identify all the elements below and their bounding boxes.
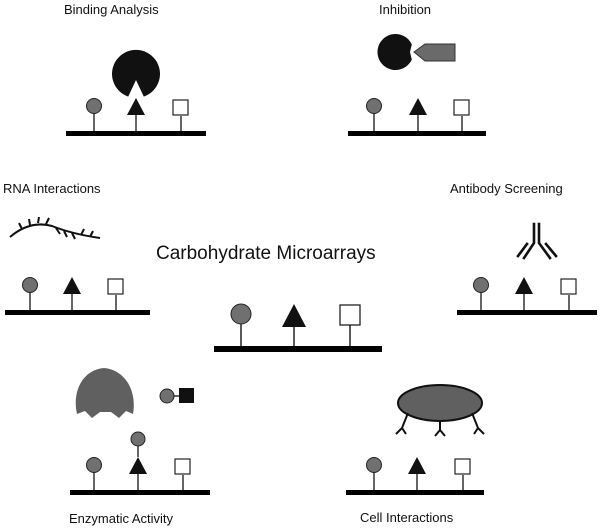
- square-glycan-icon: [172, 99, 189, 116]
- square-glycan-icon: [454, 458, 471, 475]
- panel-inhibition: [348, 33, 486, 136]
- slide-bar: [457, 310, 597, 315]
- antibody-icon: [516, 222, 558, 260]
- panel-binding-analysis: [66, 49, 206, 136]
- circle-glycan-icon: [86, 98, 102, 114]
- square-glycan-icon: [339, 304, 361, 326]
- triangle-glycan-icon: [129, 457, 147, 474]
- slide-bar: [5, 310, 150, 315]
- triangle-glycan-icon: [408, 457, 426, 474]
- diagram-title: Carbohydrate Microarrays: [156, 243, 376, 264]
- circle-glycan-icon: [230, 303, 252, 325]
- protein-binder-icon: [112, 49, 161, 97]
- triangle-glycan-icon: [515, 277, 533, 294]
- square-glycan-icon: [107, 278, 124, 295]
- panel-rna-interactions: [5, 216, 150, 315]
- panel-cell-interactions: [346, 384, 485, 495]
- triangle-glycan-icon: [409, 98, 427, 115]
- slide-bar: [348, 131, 486, 136]
- cell-icon: [395, 384, 485, 437]
- circle-glycan-icon: [473, 277, 489, 293]
- circle-glycan-icon: [366, 98, 382, 114]
- label-inhibition: Inhibition: [379, 2, 432, 17]
- inhibitor-icon: [413, 43, 456, 62]
- triangle-glycan-icon: [282, 304, 306, 327]
- slide-bar: [66, 131, 206, 136]
- pacman-protein-icon: [377, 33, 412, 70]
- square-glycan-icon: [453, 99, 470, 116]
- label-rna-interactions: RNA Interactions: [3, 181, 101, 196]
- glycan-donor-icon: [159, 388, 194, 404]
- slide-bar: [214, 346, 382, 352]
- panel-antibody-screening: [457, 222, 597, 315]
- square-glycan-icon: [560, 278, 577, 295]
- square-glycan-icon: [174, 458, 191, 475]
- rna-strand-icon: [9, 216, 101, 240]
- circle-glycan-icon: [86, 457, 102, 473]
- slide-bar: [346, 490, 484, 495]
- enzyme-icon: [75, 368, 134, 418]
- panel-center-microarray: [214, 303, 382, 352]
- panel-enzymatic-activity: [70, 368, 210, 495]
- label-binding-analysis: Binding Analysis: [64, 2, 159, 17]
- triangle-glycan-icon: [127, 98, 145, 115]
- slide-bar: [70, 490, 210, 495]
- circle-glycan-icon: [366, 457, 382, 473]
- circle-glycan-icon: [22, 277, 38, 293]
- label-cell-interactions: Cell Interactions: [360, 510, 454, 525]
- label-enzymatic-activity: Enzymatic Activity: [69, 511, 174, 526]
- label-antibody-screening: Antibody Screening: [450, 181, 563, 196]
- triangle-glycan-icon: [63, 277, 81, 294]
- transferred-circle-glycan-icon: [130, 431, 146, 447]
